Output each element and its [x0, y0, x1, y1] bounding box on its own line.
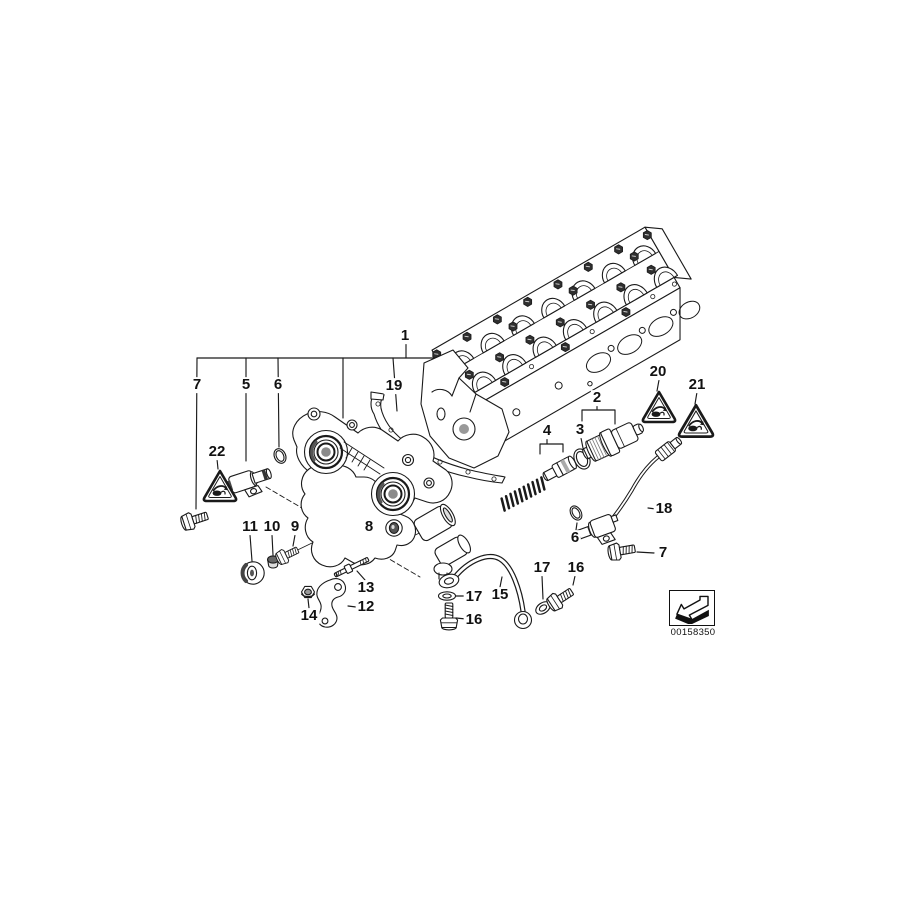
seal-10-drawing — [267, 555, 279, 569]
solenoid-valve-2-drawing — [582, 422, 644, 462]
sensor-cable-18-drawing — [610, 455, 660, 521]
callout-12[interactable]: 12 — [355, 598, 377, 616]
bolt-7-right-drawing — [606, 539, 637, 563]
o-ring-6-right-drawing — [569, 505, 583, 521]
callout-22[interactable]: 22 — [206, 443, 228, 461]
callout-16a[interactable]: 16 — [463, 611, 485, 629]
callout-3[interactable]: 3 — [573, 421, 587, 439]
o-ring-6-left-drawing — [273, 448, 287, 464]
callout-7a[interactable]: 7 — [190, 376, 204, 394]
oil-pipe-15-drawing — [438, 554, 533, 630]
callout-16b[interactable]: 16 — [565, 559, 587, 577]
spring-4-drawing — [500, 476, 546, 512]
callout-9[interactable]: 9 — [288, 518, 302, 536]
bracket-12-drawing — [316, 578, 347, 628]
callout-21[interactable]: 21 — [686, 376, 708, 394]
washer-17-left-drawing — [437, 591, 457, 601]
callout-6b[interactable]: 6 — [568, 529, 582, 547]
cylinder-head-drawing — [420, 226, 701, 469]
callout-15[interactable]: 15 — [489, 586, 511, 604]
workshop-warning-triangle-icon-21 — [677, 403, 715, 439]
piston-4-drawing — [542, 455, 577, 482]
stud-13-drawing — [333, 557, 370, 578]
direction-arrow-icon — [675, 595, 709, 624]
stamp-arrow-box — [669, 590, 715, 626]
callout-2[interactable]: 2 — [590, 389, 604, 407]
callout-19[interactable]: 19 — [383, 377, 405, 395]
vanos-housing-drawing — [292, 407, 472, 580]
callout-17a[interactable]: 17 — [463, 588, 485, 606]
callout-18[interactable]: 18 — [653, 500, 675, 518]
plug-8-drawing — [385, 519, 403, 537]
cable-connector-18-drawing — [654, 436, 683, 462]
grommet-11-drawing — [240, 561, 265, 585]
callout-8[interactable]: 8 — [362, 518, 376, 536]
camshaft-sensor-exhaust-drawing — [576, 514, 619, 545]
camshaft-sensor-5-drawing — [226, 468, 272, 498]
callout-6a[interactable]: 6 — [271, 376, 285, 394]
callout-17b[interactable]: 17 — [531, 559, 553, 577]
callout-11[interactable]: 11 — [240, 518, 260, 536]
bolt-7-left-drawing — [178, 506, 211, 533]
callout-14[interactable]: 14 — [298, 607, 320, 625]
callout-1[interactable]: 1 — [398, 327, 412, 345]
nut-14-drawing — [300, 585, 316, 599]
callout-4[interactable]: 4 — [540, 422, 554, 440]
bolt-16-left-drawing — [439, 602, 459, 631]
callout-7b[interactable]: 7 — [656, 544, 670, 562]
callout-5[interactable]: 5 — [239, 376, 253, 394]
stamp-number: 00158350 — [670, 627, 716, 638]
callout-20[interactable]: 20 — [647, 363, 669, 381]
callout-10[interactable]: 10 — [261, 518, 283, 536]
callout-13[interactable]: 13 — [355, 579, 377, 597]
workshop-warning-triangle-icon-20 — [641, 390, 677, 424]
catalog-stamp: 00158350 — [669, 590, 717, 638]
